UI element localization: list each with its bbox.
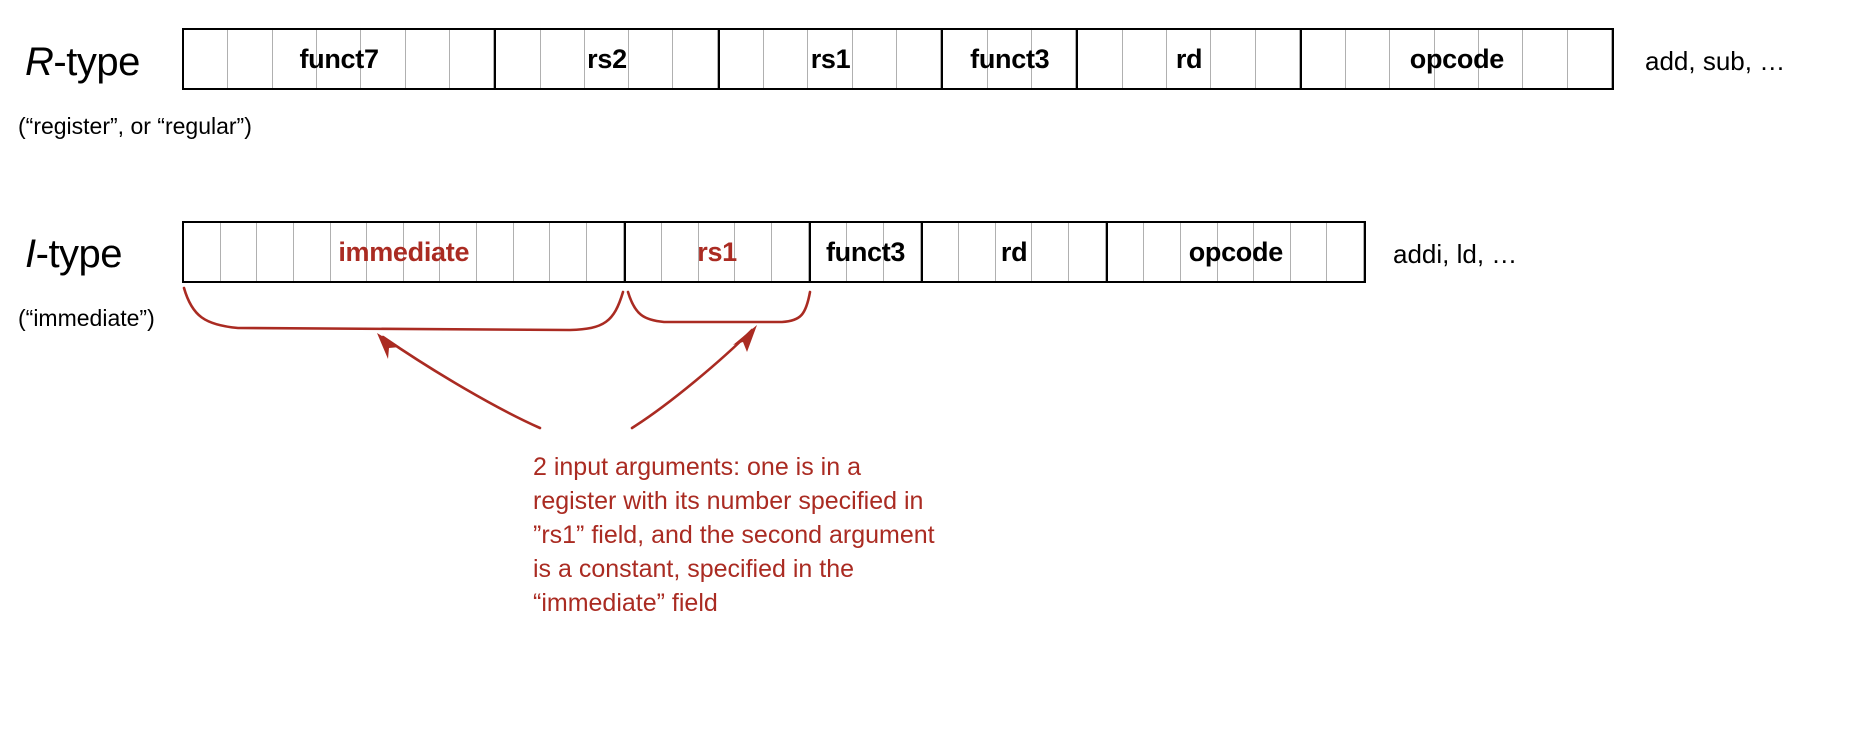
bit-cell — [1108, 223, 1145, 281]
r-type-field-rd: rd — [1078, 30, 1302, 88]
bit-cell — [1327, 223, 1364, 281]
bit-cell — [587, 223, 624, 281]
bit-cell — [1181, 223, 1218, 281]
bit-cell — [228, 30, 273, 88]
bit-cell — [331, 223, 368, 281]
bit-cell — [772, 223, 809, 281]
r-type-field-rs1: rs1 — [720, 30, 944, 88]
bit-cell — [811, 223, 848, 281]
bit-cell — [673, 30, 718, 88]
i-type-field-rs1: rs1 — [626, 223, 811, 281]
r-type-sub-label: (“register”, or “regular”) — [18, 113, 252, 139]
bit-cell — [699, 223, 736, 281]
bit-cell — [257, 223, 294, 281]
immediate-arrow-line — [381, 335, 542, 430]
i-type-field-funct3: funct3 — [811, 223, 923, 281]
r-type-examples: add, sub, … — [1645, 46, 1786, 76]
r-type-label-suffix: -type — [53, 40, 140, 84]
bit-cell — [720, 30, 765, 88]
bit-cell — [1568, 30, 1612, 88]
bit-cell — [1123, 30, 1167, 88]
bit-cell — [1167, 30, 1212, 88]
bit-cell — [294, 223, 331, 281]
bit-cell — [923, 223, 960, 281]
bit-cell — [450, 30, 495, 88]
bit-cell — [626, 223, 663, 281]
bit-cell — [317, 30, 362, 88]
bit-cell — [1211, 30, 1256, 88]
bit-cell — [404, 223, 441, 281]
bit-cell — [1254, 223, 1291, 281]
i-type-examples: addi, ld, … — [1393, 239, 1518, 269]
bit-cell — [853, 30, 897, 88]
rs1-arrow-head — [733, 325, 757, 352]
i-type-sub-label: (“immediate”) — [18, 305, 155, 331]
bit-cell — [1256, 30, 1300, 88]
r-type-field-rs2: rs2 — [496, 30, 720, 88]
r-type-field-funct3: funct3 — [943, 30, 1079, 88]
bit-cell — [884, 223, 921, 281]
bit-cell — [1291, 223, 1328, 281]
i-type-label: I-type — [25, 232, 123, 277]
bit-cell — [585, 30, 630, 88]
bit-cell — [1523, 30, 1568, 88]
r-type-field-opcode: opcode — [1302, 30, 1612, 88]
bit-cell — [184, 223, 221, 281]
bit-cell — [440, 223, 477, 281]
bit-cell — [662, 223, 699, 281]
rs1-arrow-line — [630, 328, 754, 430]
bit-cell — [1302, 30, 1347, 88]
bit-cell — [514, 223, 551, 281]
bit-cell — [808, 30, 853, 88]
rs1-brace — [626, 290, 812, 324]
bit-cell — [847, 223, 884, 281]
bit-cell — [629, 30, 674, 88]
bit-cell — [996, 223, 1033, 281]
i-type-label-letter: I — [25, 232, 36, 276]
bit-cell — [943, 30, 988, 88]
bit-cell — [764, 30, 809, 88]
bit-cell — [959, 223, 996, 281]
i-type-label-suffix: -type — [35, 232, 123, 276]
r-type-label: R-type — [25, 40, 140, 85]
bit-cell — [221, 223, 258, 281]
bit-cell — [1218, 223, 1255, 281]
bit-cell — [541, 30, 585, 88]
bit-cell — [1435, 30, 1480, 88]
bit-cell — [1144, 223, 1181, 281]
bit-cell — [406, 30, 450, 88]
bit-cell — [988, 30, 1032, 88]
i-type-field-opcode: opcode — [1108, 223, 1364, 281]
r-type-label-letter: R — [25, 40, 54, 84]
bit-cell — [477, 223, 514, 281]
bit-cell — [735, 223, 772, 281]
immediate-brace — [182, 286, 625, 332]
bit-cell — [496, 30, 541, 88]
bit-cell — [1479, 30, 1524, 88]
bit-cell — [367, 223, 404, 281]
immediate-arrow-head — [377, 333, 400, 359]
bit-cell — [1032, 30, 1077, 88]
bit-cell — [1032, 223, 1069, 281]
bit-cell — [897, 30, 942, 88]
bit-cell — [184, 30, 229, 88]
bit-cell — [273, 30, 317, 88]
bit-cell — [361, 30, 406, 88]
annotation-text: 2 input arguments: one is in a register … — [533, 453, 935, 617]
r-type-field-funct7: funct7 — [184, 30, 497, 88]
i-type-field-immediate: immediate — [184, 223, 626, 281]
bit-cell — [550, 223, 587, 281]
i-type-field-rd: rd — [923, 223, 1108, 281]
bit-cell — [1390, 30, 1435, 88]
bit-cell — [1069, 223, 1106, 281]
bit-cell — [1346, 30, 1391, 88]
bit-cell — [1078, 30, 1123, 88]
